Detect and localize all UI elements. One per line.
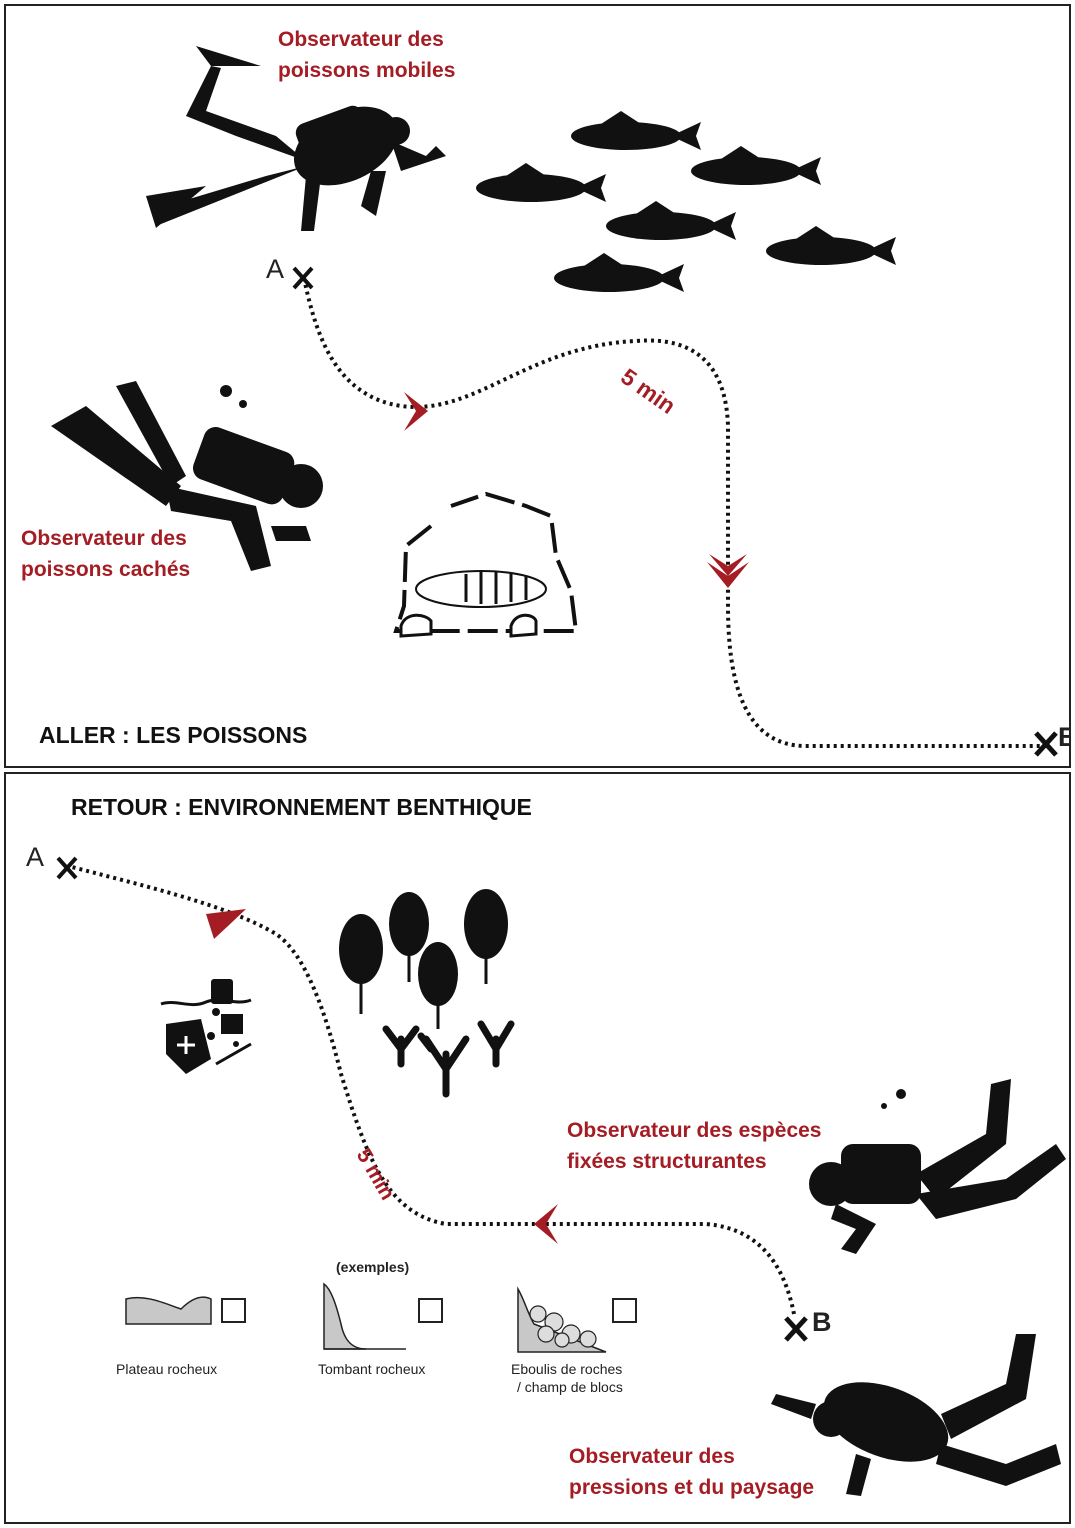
- benthic-panel: RETOUR : ENVIRONNEMENT BENTHIQUE A B 5 m…: [4, 772, 1071, 1524]
- point-b-label: B: [1058, 722, 1069, 753]
- fish-school-icon: [476, 111, 896, 292]
- transect-path: [302, 277, 1046, 748]
- point-b-cross: [784, 1316, 808, 1342]
- fish-panel: Observateur des poissons mobiles Observa…: [4, 4, 1071, 768]
- habitat-scree-icon: [517, 1286, 607, 1353]
- habitat-cliff-label: Tombant rocheux: [318, 1361, 426, 1377]
- diver-mobile-fish-icon: [146, 46, 446, 231]
- point-a-cross: [56, 856, 78, 880]
- diver-hidden-fish-icon: [51, 381, 323, 571]
- point-b-label: B: [812, 1307, 832, 1337]
- habitat-plateau-checkbox[interactable]: [221, 1298, 246, 1323]
- point-a-cross: [292, 266, 314, 290]
- pressures-observer-label: Observateur des pressions et du paysage: [569, 1441, 814, 1503]
- point-a-label: A: [26, 842, 45, 872]
- label-line: Observateur des espèces: [567, 1119, 822, 1142]
- habitat-plateau-icon: [125, 1296, 212, 1325]
- benthic-panel-drawing: [56, 856, 1066, 1496]
- habitat-plateau-label: Plateau rocheux: [116, 1361, 218, 1377]
- fish-panel-drawing: [51, 46, 1058, 757]
- habitat-cliff-checkbox[interactable]: [418, 1298, 443, 1323]
- label-line: pressions et du paysage: [569, 1476, 815, 1499]
- point-b-cross: [1034, 731, 1058, 757]
- kelp-algae-icon: [339, 889, 508, 1029]
- mobile-fish-observer-label: Observateur des poissons mobiles: [278, 24, 455, 86]
- point-a-label: A: [266, 254, 285, 284]
- label-line: Observateur des: [569, 1445, 735, 1468]
- label-line: Eboulis de roches: [511, 1361, 623, 1377]
- label-line: Observateur des: [278, 28, 444, 51]
- transect-path: [67, 864, 796, 1315]
- section-title-return: RETOUR : ENVIRONNEMENT BENTHIQUE: [71, 794, 532, 820]
- hidden-fish-observer-label: Observateur des poissons cachés: [21, 523, 190, 585]
- habitat-scree-label: Eboulis de roches / champ de blocs: [511, 1360, 661, 1396]
- habitat-scree-checkbox[interactable]: [612, 1298, 637, 1323]
- direction-chevron-up: [206, 909, 246, 939]
- diver-structuring-species-icon: [809, 1079, 1066, 1254]
- label-line: fixées structurantes: [567, 1150, 767, 1173]
- label-line: poissons cachés: [21, 558, 191, 581]
- direction-chevron-left: [534, 1204, 558, 1244]
- coral-gorgonian-icon: [382, 1020, 515, 1098]
- litter-pressures-icon: [160, 979, 252, 1074]
- label-line: / champ de blocs: [517, 1379, 623, 1395]
- examples-label: (exemples): [336, 1259, 410, 1275]
- rock-shelter-fish-icon: [393, 491, 579, 638]
- structuring-species-observer-label: Observateur des espèces fixées structura…: [567, 1115, 821, 1177]
- section-title-outbound: ALLER : LES POISSONS: [39, 722, 308, 748]
- direction-chevron-right: [404, 392, 428, 431]
- label-line: poissons mobiles: [278, 59, 456, 82]
- habitat-cliff-icon: [323, 1282, 406, 1350]
- label-line: Observateur des: [21, 527, 187, 550]
- direction-chevron-down: [709, 554, 747, 576]
- diver-pressures-landscape-icon: [771, 1334, 1061, 1496]
